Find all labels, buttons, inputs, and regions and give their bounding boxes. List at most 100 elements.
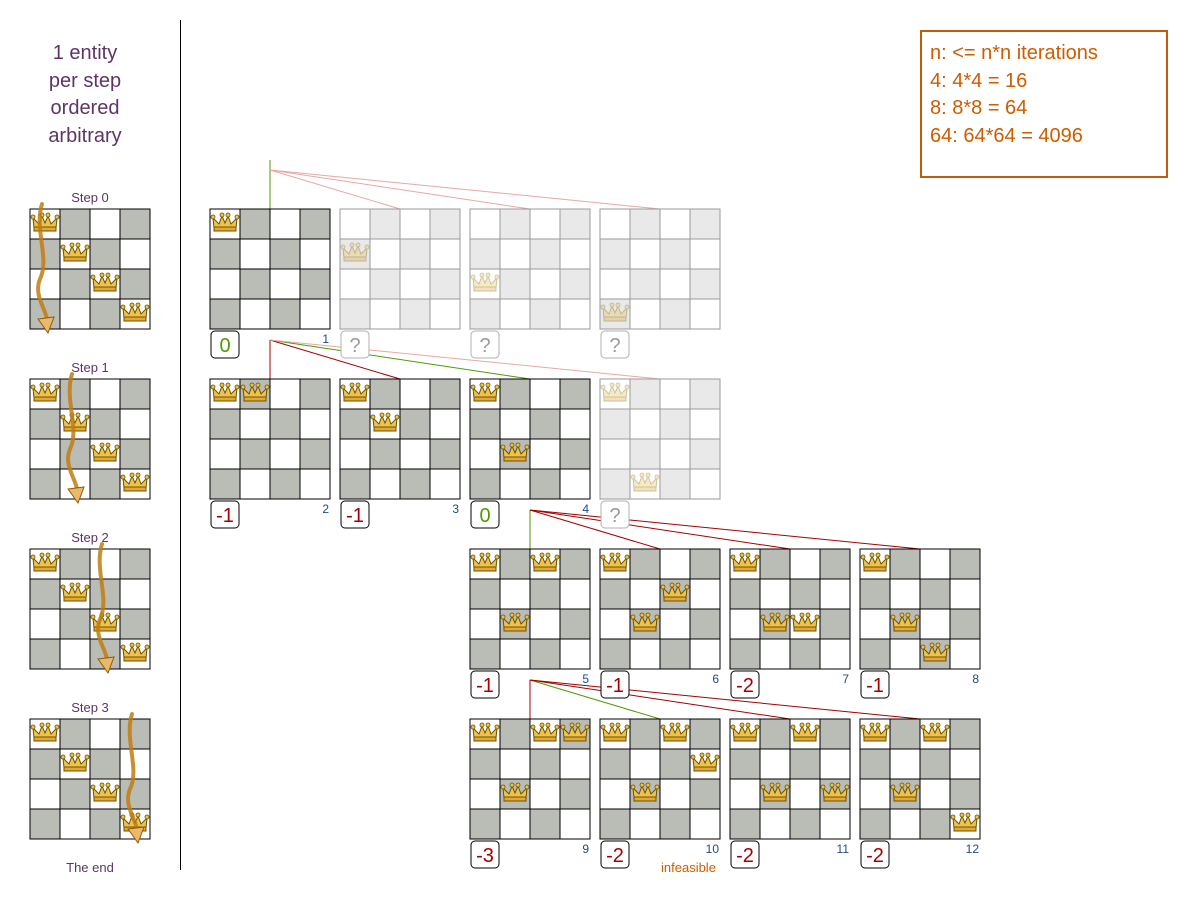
board-square (529, 638, 561, 670)
queen-base (373, 426, 397, 432)
queen-jewel (575, 722, 581, 728)
score-box (340, 330, 370, 359)
queen-jewel (364, 244, 370, 250)
queen-jewel (875, 722, 881, 728)
queen-jewel (69, 242, 75, 248)
queen-icon (630, 472, 660, 492)
queen-jewel (485, 272, 491, 278)
queen-base (93, 796, 117, 802)
queen-jewel (965, 812, 971, 818)
queen-icon (370, 412, 400, 432)
queen-jewel (545, 722, 551, 728)
board-square (559, 268, 591, 300)
board-square (89, 468, 121, 500)
edge (529, 679, 791, 720)
queen-jewel (935, 722, 941, 728)
board-square (499, 408, 531, 440)
queen-base (663, 736, 687, 742)
queen-jewel (135, 302, 141, 308)
queen-jewel (120, 814, 126, 820)
board-square (119, 718, 151, 750)
queen-icon (860, 552, 890, 572)
board-square (89, 808, 121, 840)
board-square (859, 638, 891, 670)
edge-selected (529, 679, 661, 720)
queen-base (473, 286, 497, 292)
queen-jewel (225, 212, 231, 218)
info-line: 8: 8*8 = 64 (930, 97, 1028, 119)
queen-jewel (129, 472, 135, 478)
board-square (119, 268, 151, 300)
board-square (239, 298, 271, 330)
board-number: 2 (322, 502, 329, 516)
board-square (59, 638, 91, 670)
board-square (339, 298, 371, 330)
board-square (659, 298, 691, 330)
queen-jewel (60, 244, 66, 250)
arrow-head (37, 316, 55, 335)
queen-base (243, 396, 267, 402)
queen-crown (632, 784, 658, 799)
queen-base (633, 486, 657, 492)
queen-jewel (394, 414, 400, 420)
board-square (689, 468, 721, 500)
score-value: -2 (736, 675, 754, 697)
board-square (269, 408, 301, 440)
queen-icon (630, 782, 660, 802)
queen-base (633, 626, 657, 632)
board-square (369, 268, 401, 300)
queen-icon (90, 272, 120, 292)
board-square (759, 718, 791, 750)
queen-jewel (929, 722, 935, 728)
board-square (629, 468, 661, 500)
queen-crown (922, 644, 948, 659)
queen-crown (242, 384, 268, 399)
queen-base (763, 796, 787, 802)
board-square (599, 438, 631, 470)
queen-crown (662, 584, 688, 599)
board-square (629, 268, 661, 300)
queen-jewel (105, 442, 111, 448)
queen-jewel (714, 754, 720, 760)
queen-base (503, 796, 527, 802)
board-square (919, 578, 951, 610)
queen-jewel (539, 722, 545, 728)
queen-jewel (875, 552, 881, 558)
edge-unevaluated (269, 169, 661, 210)
queen-jewel (264, 384, 270, 390)
queen-jewel (524, 444, 530, 450)
score-box (860, 670, 890, 699)
queen-jewel (920, 724, 926, 730)
queen-jewel (45, 552, 51, 558)
board-square (239, 438, 271, 470)
board-square (629, 548, 661, 580)
queen-jewel (515, 612, 521, 618)
board-square (59, 378, 91, 410)
board-square (859, 748, 891, 780)
queen-jewel (120, 304, 126, 310)
queen-base (793, 736, 817, 742)
queen-jewel (890, 614, 896, 620)
heading-line: ordered (50, 97, 120, 119)
queen-base (603, 736, 627, 742)
queen-jewel (784, 784, 790, 790)
queen-base (63, 256, 87, 262)
queen-icon (90, 782, 120, 802)
queen-jewel (54, 384, 60, 390)
board-square (499, 298, 531, 330)
queen-base (763, 626, 787, 632)
queen-jewel (929, 642, 935, 648)
board-square (209, 408, 241, 440)
board-square (529, 778, 561, 810)
queen-jewel (905, 782, 911, 788)
board-square (529, 408, 561, 440)
queen-jewel (355, 242, 361, 248)
queen-jewel (899, 782, 905, 788)
board-square (659, 548, 691, 580)
board-square (399, 408, 431, 440)
board-square (559, 438, 591, 470)
queen-jewel (645, 612, 651, 618)
queen-jewel (600, 724, 606, 730)
